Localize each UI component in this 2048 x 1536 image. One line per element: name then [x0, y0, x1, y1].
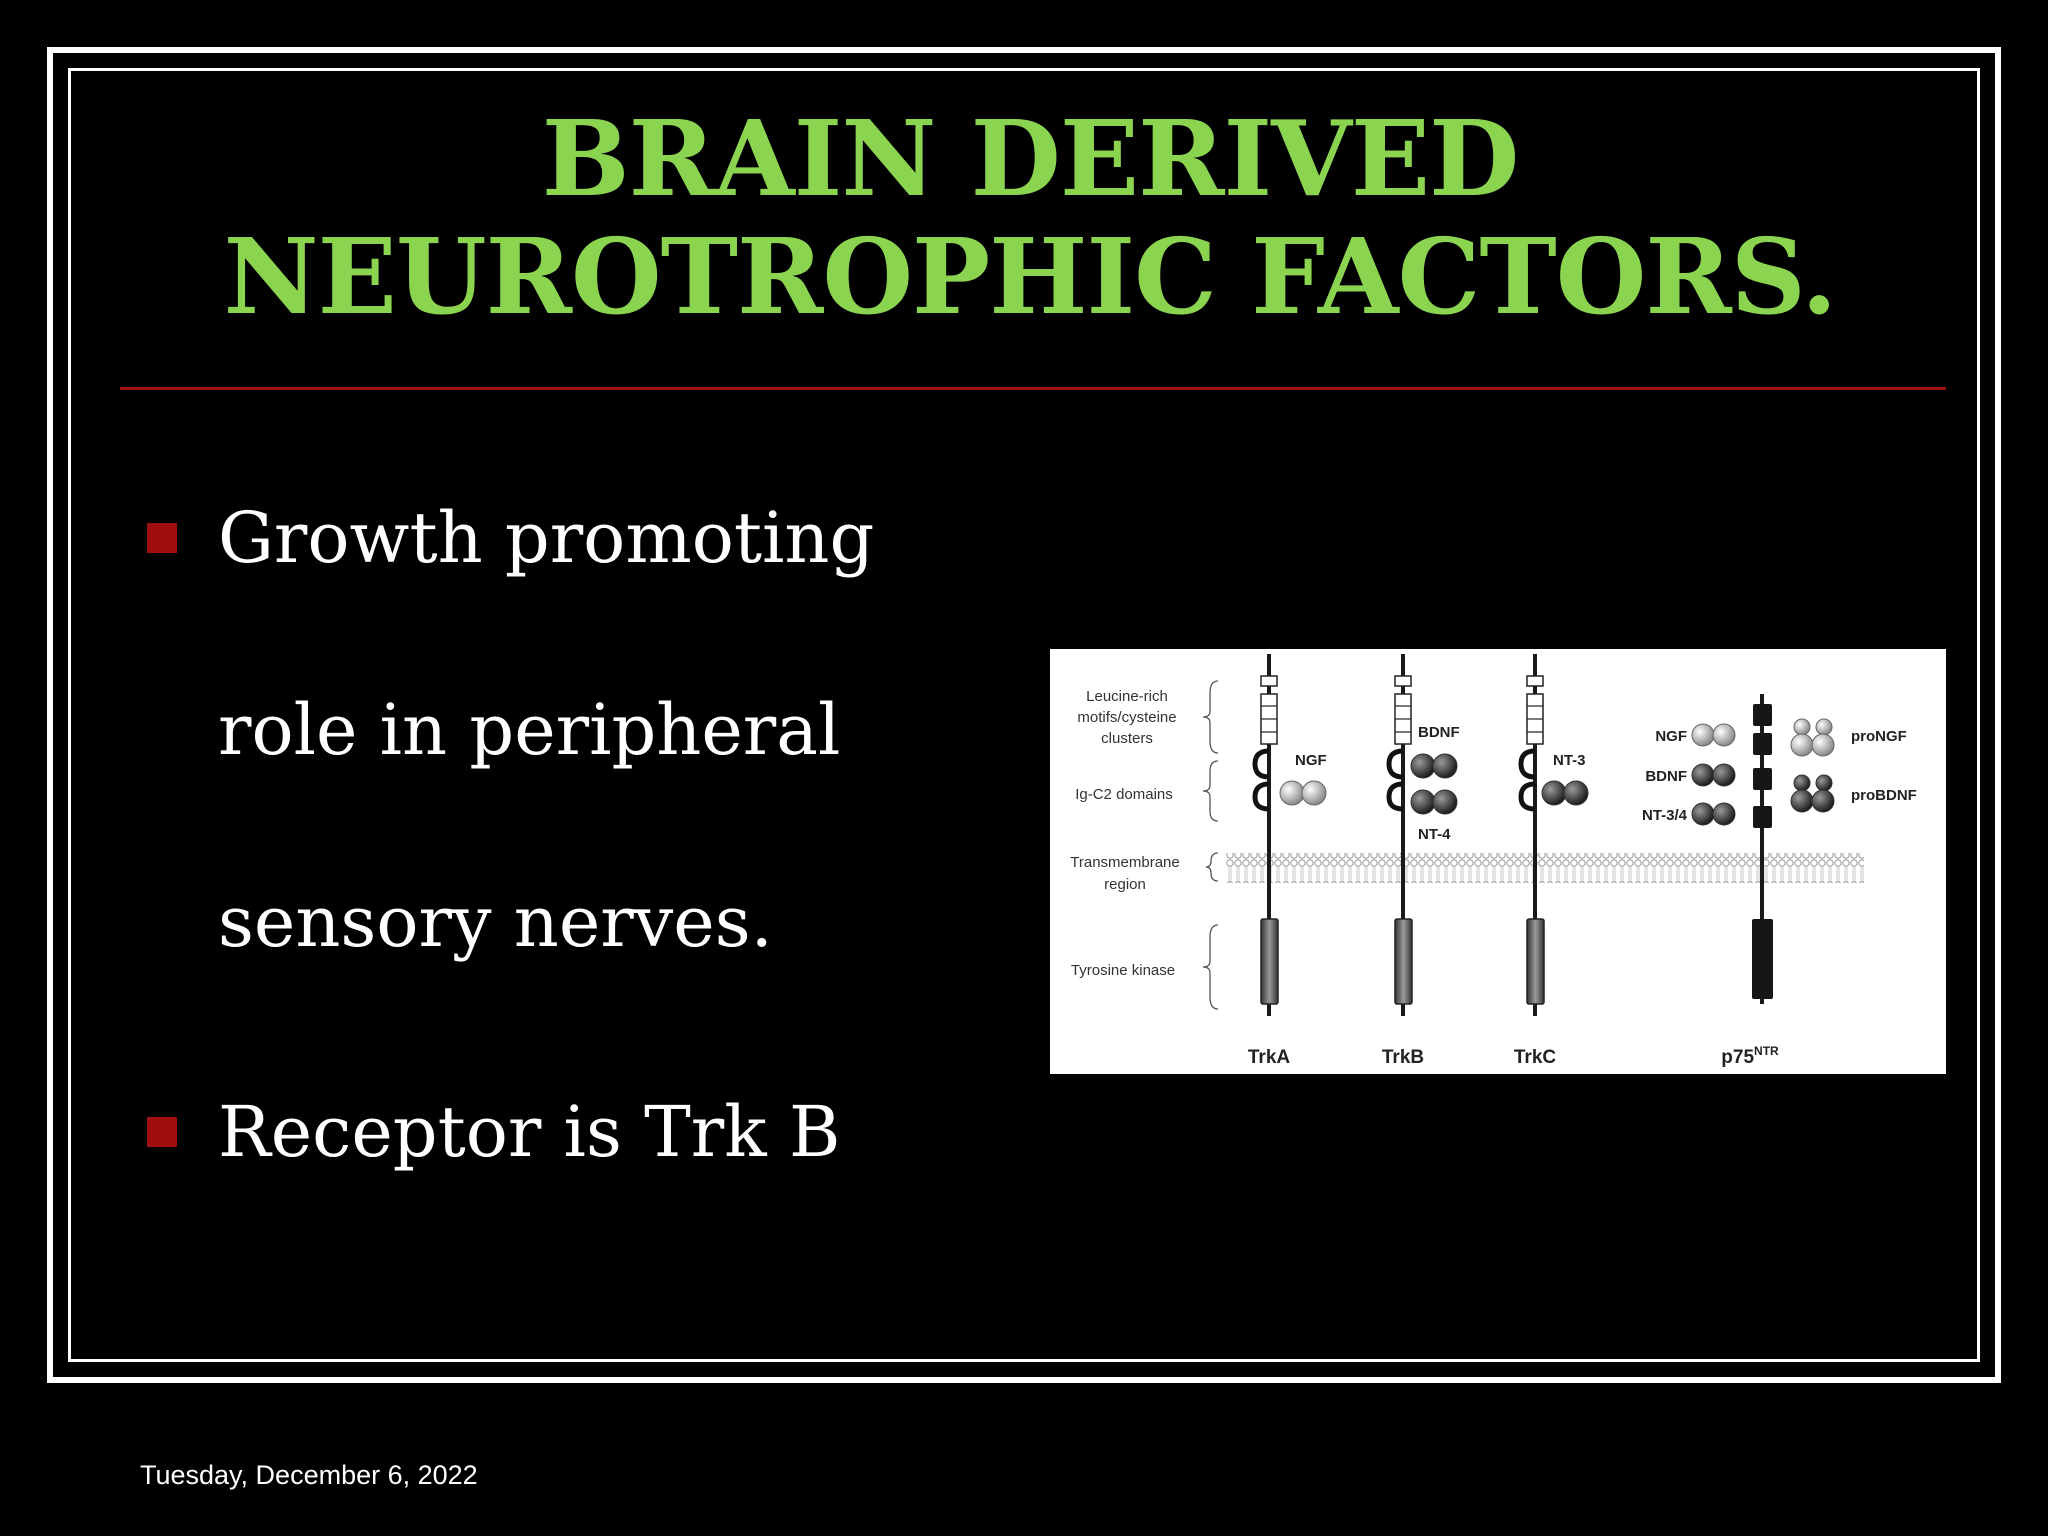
bullet-marker-2 [147, 1117, 177, 1147]
label-leucine-2: motifs/cysteine [1077, 709, 1176, 726]
bullet-marker-1 [147, 523, 177, 553]
nt3-ball-trkc-1 [1541, 780, 1567, 806]
ligand-label-prongf: proNGF [1851, 728, 1907, 745]
title-line-1: BRAIN DERIVED [541, 97, 1520, 220]
title-divider [120, 387, 1946, 390]
ligand-label-trkc-nt3: NT-3 [1553, 752, 1586, 769]
receptor-label-trka: TrkA [1248, 1047, 1291, 1068]
nt34-ball-p75-1 [1691, 802, 1715, 826]
cell-membrane [1226, 853, 1864, 883]
slide-date: Tuesday, December 6, 2022 [140, 1460, 478, 1490]
trkb-receptor [1386, 654, 1413, 1016]
receptor-label-trkc: TrkC [1514, 1047, 1557, 1068]
label-transmembrane-2: region [1104, 876, 1146, 893]
brace-ig [1202, 760, 1219, 822]
label-ig-c2: Ig-C2 domains [1075, 786, 1173, 803]
nt4-ball-trkb-1 [1410, 789, 1436, 815]
prongf-cluster [1790, 718, 1835, 757]
bdnf-ball-trkb-1 [1410, 753, 1436, 779]
nt3-ball-trkc-2 [1563, 780, 1589, 806]
label-tyrosine-kinase: Tyrosine kinase [1071, 962, 1175, 979]
brace-kinase [1202, 924, 1219, 1010]
bullet-1-line-3: sensory nerves. [218, 881, 773, 963]
title-line-2: NEUROTROPHIC FACTORS. [223, 215, 1838, 338]
receptor-diagram-svg: Leucine-rich motifs/cysteine clusters Ig… [1070, 654, 1917, 1068]
ngf-ball-p75-2 [1712, 723, 1736, 747]
bdnf-ball-trkb-2 [1432, 753, 1458, 779]
nt4-ball-trkb-2 [1432, 789, 1458, 815]
brace-transmembrane [1205, 852, 1219, 882]
ligand-label-trka-ngf: NGF [1295, 752, 1327, 769]
bullet-1-line-1: Growth promoting [218, 497, 875, 579]
ligand-label-trkb-bdnf: BDNF [1418, 724, 1460, 741]
ligand-label-p75-bdnf: BDNF [1645, 768, 1687, 785]
neurotrophin-receptor-diagram: Leucine-rich motifs/cysteine clusters Ig… [1050, 649, 1946, 1074]
receptor-label-p75-base: p75 [1721, 1047, 1754, 1068]
probdnf-cluster [1790, 774, 1835, 813]
ligand-label-trkb-nt4: NT-4 [1418, 826, 1451, 843]
bullet-1-line-2: role in peripheral [218, 689, 841, 771]
bdnf-ball-p75-2 [1712, 763, 1736, 787]
ngf-ball-p75-1 [1691, 723, 1715, 747]
trka-receptor [1252, 654, 1279, 1016]
ligand-label-probdnf: proBDNF [1851, 787, 1917, 804]
ligand-label-p75-nt34: NT-3/4 [1642, 807, 1688, 824]
bullet-2-line-1: Receptor is Trk B [218, 1091, 841, 1173]
brace-leucine [1202, 680, 1219, 754]
label-leucine-3: clusters [1101, 730, 1153, 747]
receptor-label-trkb: TrkB [1382, 1047, 1424, 1068]
receptor-label-p75: p75NTR [1721, 1044, 1779, 1068]
ngf-ball-trka-2 [1301, 780, 1327, 806]
p75ntr-receptor [1752, 694, 1773, 1004]
slide-title: BRAIN DERIVED NEUROTROPHIC FACTORS. [120, 100, 1940, 336]
slide-inner-frame [68, 68, 1980, 1362]
nt34-ball-p75-2 [1712, 802, 1736, 826]
ligand-label-p75-ngf: NGF [1655, 728, 1687, 745]
bdnf-ball-p75-1 [1691, 763, 1715, 787]
label-leucine-1: Leucine-rich [1086, 688, 1168, 705]
label-transmembrane-1: Transmembrane [1070, 854, 1179, 871]
ngf-ball-trka-1 [1279, 780, 1305, 806]
trkc-receptor [1518, 654, 1545, 1016]
receptor-label-p75-superscript: NTR [1754, 1044, 1779, 1058]
slide-outer-frame [47, 47, 2001, 1383]
